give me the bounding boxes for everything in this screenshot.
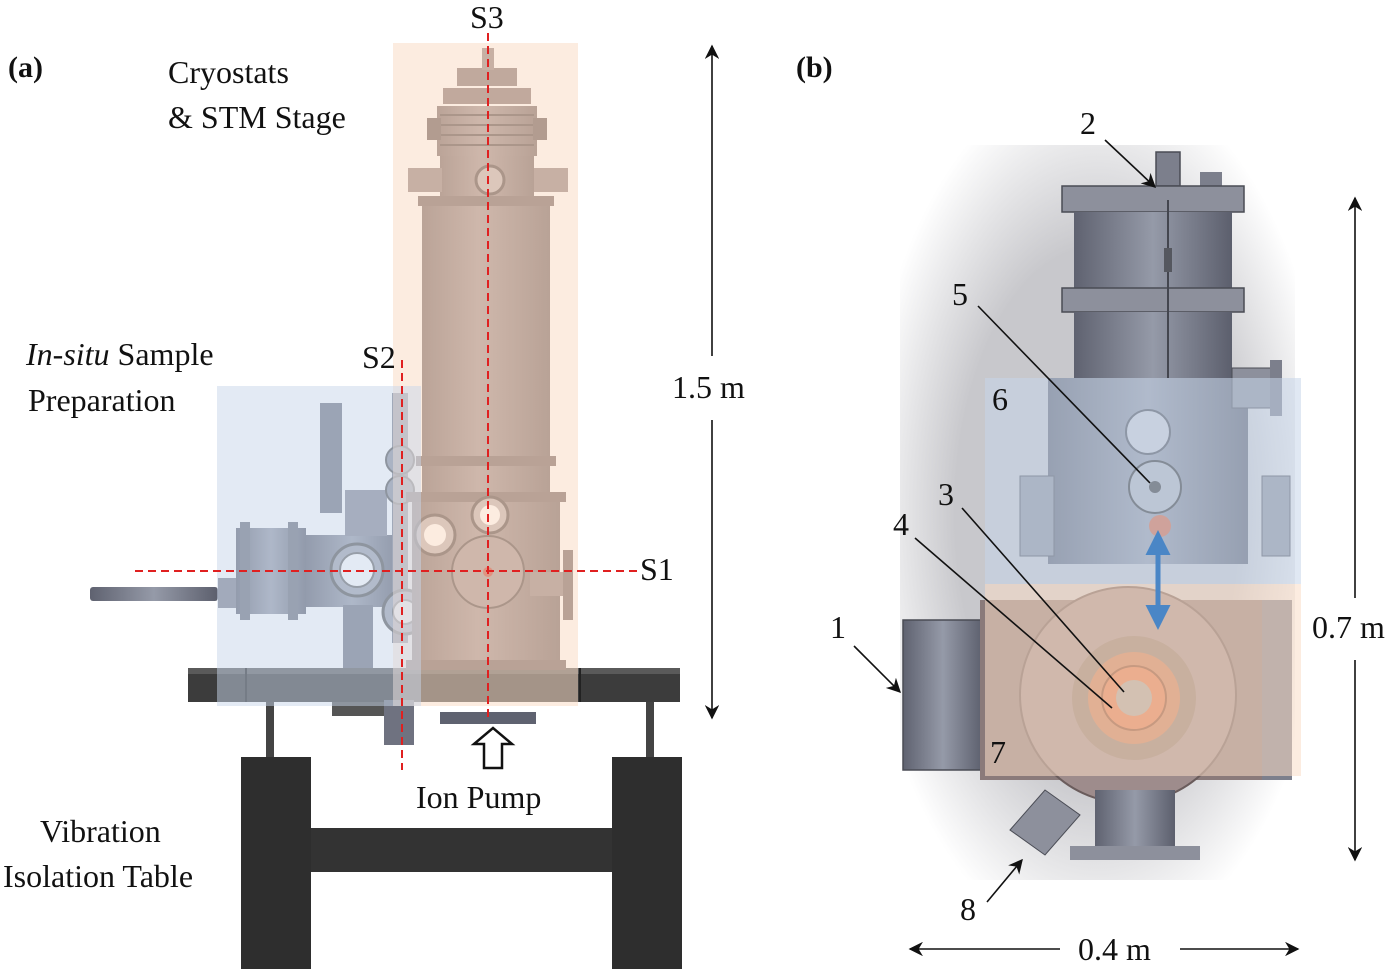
- label-2: 2: [1080, 105, 1096, 141]
- cryostat-highlight-box: [393, 43, 578, 706]
- label-preparation: Preparation: [28, 382, 176, 418]
- panel-a-tag: (a): [8, 51, 43, 84]
- leader-5: [977, 305, 1151, 484]
- label-8: 8: [960, 891, 976, 927]
- panel-a: (a) Cryostats & STM Stage In-situ Sample…: [3, 0, 745, 969]
- label-in-situ-sample: In-situ Sample: [25, 336, 214, 372]
- ion-pump-arrow-icon: [470, 726, 516, 770]
- label-ion-pump: Ion Pump: [416, 779, 541, 815]
- label-in-situ: In-situ: [25, 336, 110, 372]
- vibration-isolation-table: [188, 668, 682, 969]
- label-cryostats: Cryostats: [168, 54, 289, 90]
- label-isolation-table: Isolation Table: [3, 858, 193, 894]
- panel-b: (b) 1 2 3 4 5 6 7 8 0.7 m 0.4 m: [796, 51, 1385, 967]
- label-s2: S2: [362, 339, 396, 375]
- leader-1: [853, 645, 902, 694]
- label-height-a: 1.5 m: [672, 369, 745, 405]
- label-sample: Sample: [110, 336, 214, 372]
- label-s3: S3: [470, 0, 504, 35]
- preparation-highlight-box: [217, 386, 421, 706]
- label-vibration: Vibration: [40, 813, 161, 849]
- leader-8: [986, 858, 1023, 903]
- label-6: 6: [992, 381, 1008, 417]
- leader-3: [961, 507, 1125, 693]
- panel-b-tag: (b): [796, 51, 833, 84]
- label-3: 3: [938, 476, 954, 512]
- label-stm-stage: & STM Stage: [168, 99, 346, 135]
- label-1: 1: [830, 609, 846, 645]
- region-7-highlight: [985, 584, 1301, 776]
- label-width-b: 0.4 m: [1078, 931, 1151, 967]
- region-6-highlight: [985, 378, 1301, 584]
- label-height-b: 0.7 m: [1312, 609, 1385, 645]
- label-4: 4: [893, 506, 909, 542]
- leader-4: [914, 537, 1113, 709]
- label-5: 5: [952, 276, 968, 312]
- label-s1: S1: [640, 551, 674, 587]
- leader-2: [1104, 139, 1157, 188]
- label-7: 7: [990, 734, 1006, 770]
